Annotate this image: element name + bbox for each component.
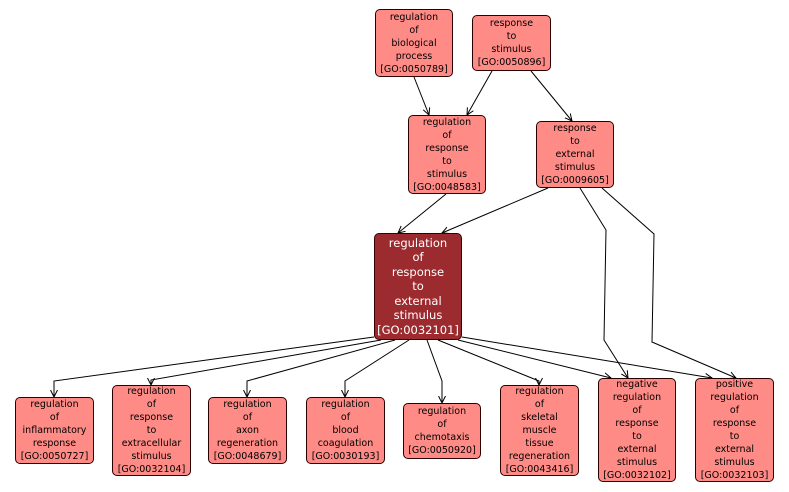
edge-GO0032101-to-GO0030193 <box>345 339 410 397</box>
edge-GO0009605-to-GO0032101 <box>442 187 549 233</box>
edge-GO0048583-to-GO0032101 <box>398 193 447 233</box>
edge-GO0032101-to-GO0050920 <box>426 339 442 403</box>
go-term-node-regulation-of-blood-coagulation[interactable]: regulation of blood coagulation [GO:0030… <box>306 397 385 464</box>
edge-GO0009605-to-GO0032103 <box>601 187 736 378</box>
edge-GO0050896-to-GO0048583 <box>467 70 493 115</box>
edge-GO0032101-to-GO0050727 <box>54 336 375 397</box>
go-term-node-regulation-of-biological-process[interactable]: regulation of biological process [GO:005… <box>375 9 453 77</box>
edge-GO0050789-to-GO0048583 <box>413 76 429 115</box>
edge-GO0009605-to-GO0032102 <box>579 187 628 378</box>
go-term-node-regulation-of-response-to-extracellular-stimulus[interactable]: regulation of response to extracellular … <box>112 385 191 476</box>
go-term-node-regulation-of-skeletal-muscle-tissue-regeneration[interactable]: regulation of skeletal muscle tissue reg… <box>500 385 579 476</box>
go-term-node-regulation-of-response-to-stimulus[interactable]: regulation of response to stimulus [GO:0… <box>408 115 486 194</box>
edge-GO0032101-to-GO0032102 <box>457 339 611 378</box>
go-term-node-regulation-of-axon-regeneration[interactable]: regulation of axon regeneration [GO:0048… <box>208 397 287 464</box>
go-term-node-negative-regulation-of-response-to-external-stimulus[interactable]: negative regulation of response to exter… <box>598 378 676 482</box>
edge-GO0032101-to-GO0048679 <box>247 339 396 397</box>
go-term-node-regulation-of-chemotaxis[interactable]: regulation of chemotaxis [GO:0050920] <box>403 403 481 459</box>
go-term-node-regulation-of-inflammatory-response[interactable]: regulation of inflammatory response [GO:… <box>15 397 94 464</box>
go-term-node-response-to-external-stimulus[interactable]: response to external stimulus [GO:000960… <box>536 121 614 188</box>
edge-GO0032101-to-GO0043416 <box>437 339 539 385</box>
edge-GO0032101-to-GO0032103 <box>461 336 712 378</box>
go-term-node-focus-regulation-of-response-to-external-stimulus[interactable]: regulation of response to external stimu… <box>374 233 462 340</box>
edge-GO0050896-to-GO0009605 <box>530 70 572 121</box>
edge-GO0032101-to-GO0032104 <box>151 339 382 385</box>
go-term-node-response-to-stimulus[interactable]: response to stimulus [GO:0050896] <box>472 15 551 71</box>
go-term-node-positive-regulation-of-response-to-external-stimulus[interactable]: positive regulation of response to exter… <box>695 378 774 482</box>
